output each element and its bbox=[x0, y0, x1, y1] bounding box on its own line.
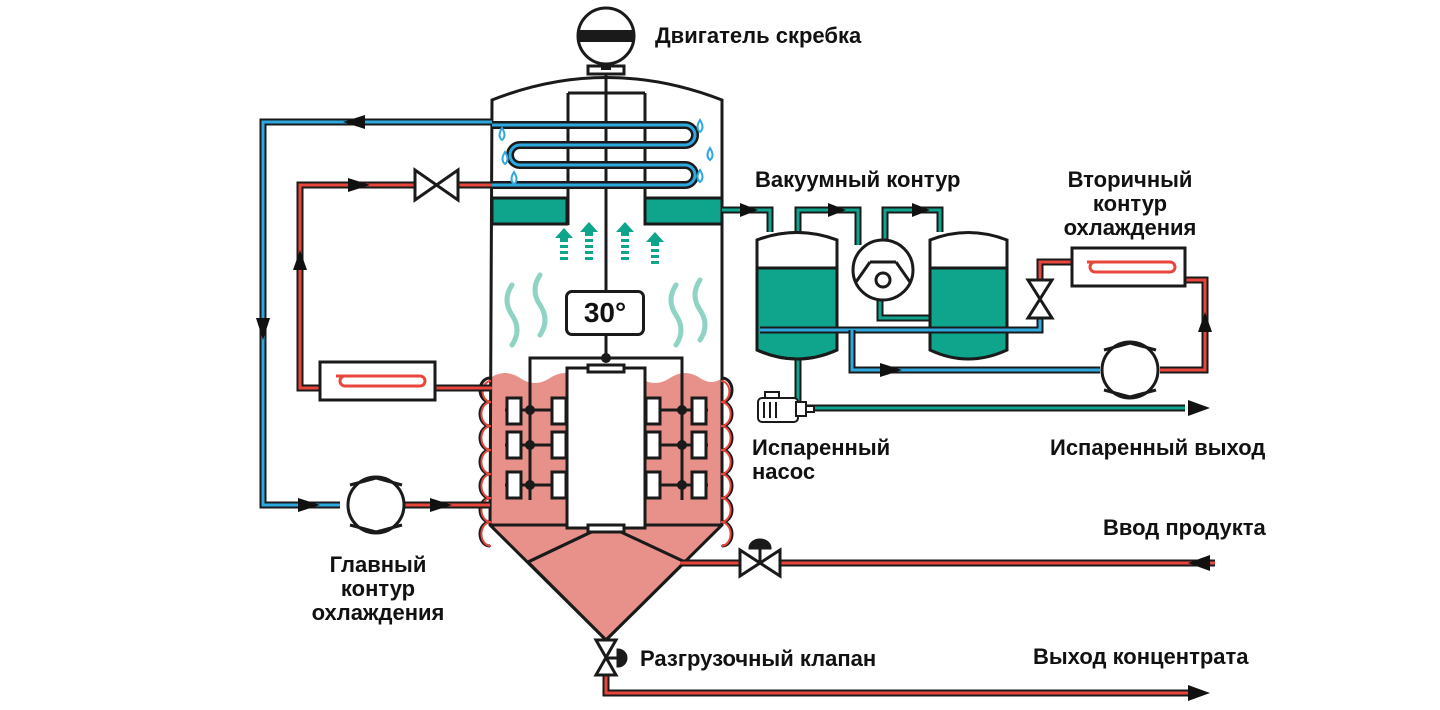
product-inlet-valve-icon bbox=[738, 538, 782, 579]
label-discharge-valve: Разгрузочный клапан bbox=[640, 646, 877, 671]
vessel bbox=[488, 64, 724, 643]
label-scraper-motor: Двигатель скребка bbox=[655, 23, 862, 48]
condenser-coil bbox=[492, 121, 699, 189]
secondary-valve-icon bbox=[1025, 278, 1055, 320]
label-main-cooling: Главный контур охлаждения bbox=[288, 553, 468, 625]
label-line: Главный bbox=[329, 552, 427, 577]
label-line: Испаренный bbox=[752, 435, 891, 460]
main-cooling-pump-icon bbox=[346, 475, 406, 535]
label-evap-outlet: Испаренный выход bbox=[1050, 435, 1266, 460]
label-vacuum-circuit: Вакуумный контур bbox=[755, 167, 961, 192]
label-secondary-cooling: Вторичный контур охлаждения bbox=[1040, 168, 1220, 240]
label-line: охлаждения bbox=[1063, 215, 1197, 240]
secondary-cooling-pump-icon bbox=[1100, 340, 1160, 400]
label-evap-pump: Испаренный насос bbox=[752, 436, 890, 484]
label-line: охлаждения bbox=[311, 600, 445, 625]
label-line: насос bbox=[752, 459, 816, 484]
scraper-rotor bbox=[565, 366, 647, 530]
label-line: контур bbox=[340, 576, 416, 601]
label-concentrate-outlet: Выход концентрата bbox=[1033, 644, 1249, 669]
label-line: Вторичный bbox=[1067, 167, 1193, 192]
vessel-shell bbox=[488, 76, 724, 643]
vacuum-pump-icon bbox=[851, 238, 915, 302]
steam-waves bbox=[504, 272, 708, 348]
condensate-tray-right bbox=[643, 196, 724, 226]
discharge-line bbox=[602, 675, 1188, 697]
evaporated-pump-icon bbox=[757, 391, 815, 423]
main-loop-valve-icon bbox=[413, 167, 460, 203]
discharge-valve-icon bbox=[593, 638, 628, 677]
vacuum-tank-2 bbox=[928, 231, 1009, 361]
droplets bbox=[498, 118, 714, 186]
vapor-arrows bbox=[555, 222, 664, 264]
label-line: контур bbox=[1092, 191, 1168, 216]
label-product-inlet: Ввод продукта bbox=[1103, 515, 1266, 540]
condensate-tray-left bbox=[490, 196, 569, 226]
scraper-motor-icon bbox=[576, 6, 636, 70]
main-heat-exchanger bbox=[318, 360, 437, 402]
secondary-heat-exchanger bbox=[1070, 246, 1187, 288]
temperature-display: 30° bbox=[565, 290, 645, 336]
vacuum-tank-1 bbox=[755, 231, 839, 361]
